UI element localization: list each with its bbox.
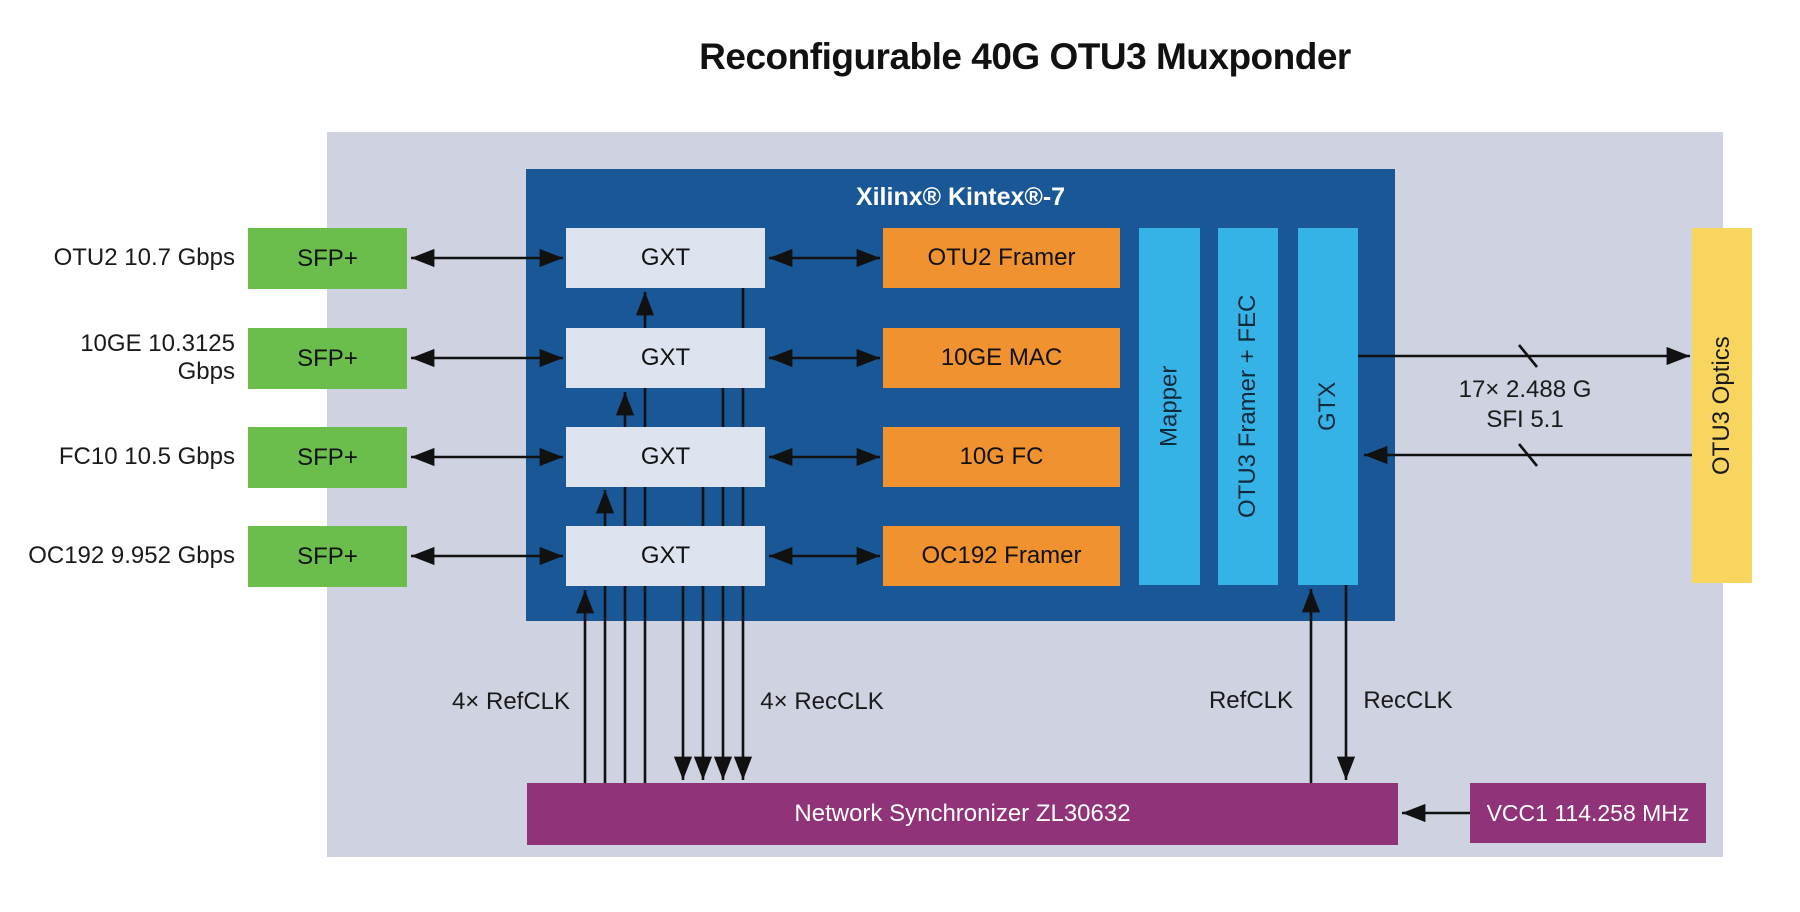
gxt-transceiver-row2: GXT bbox=[566, 328, 765, 388]
bus-width-slash-top bbox=[1517, 344, 1539, 368]
input-rate-label-fc10: FC10 10.5 Gbps bbox=[58, 443, 235, 470]
gxt-transceiver-row3: GXT bbox=[566, 427, 765, 487]
fpga-title: Xilinx® Kintex®-7 bbox=[855, 183, 1066, 211]
refclk4-label: 4× RefCLK bbox=[451, 688, 571, 715]
network-synchronizer-box: Network Synchronizer ZL30632 bbox=[527, 783, 1398, 845]
sfp-module-row4: SFP+ bbox=[248, 526, 407, 587]
sfp-module-row1: SFP+ bbox=[248, 228, 407, 289]
framer-block-10ge: 10GE MAC bbox=[883, 328, 1120, 388]
input-rate-label-10ge: 10GE 10.3125 Gbps bbox=[80, 330, 235, 385]
vcc1-oscillator-box: VCC1 114.258 MHz bbox=[1470, 783, 1706, 843]
framer-block-oc192: OC192 Framer bbox=[883, 526, 1120, 586]
sfp-module-row2: SFP+ bbox=[248, 328, 407, 389]
otu3-optics-module: OTU3 Optics bbox=[1692, 228, 1752, 583]
gxt-transceiver-row4: GXT bbox=[566, 526, 765, 586]
sfp-module-row3: SFP+ bbox=[248, 427, 407, 488]
otu3-framer-fec-block: OTU3 Framer + FEC bbox=[1218, 228, 1278, 585]
framer-block-10gfc: 10G FC bbox=[883, 427, 1120, 487]
framer-block-otu2: OTU2 Framer bbox=[883, 228, 1120, 288]
bus-standard-label: SFI 5.1 bbox=[1486, 406, 1564, 433]
input-rate-label-otu2: OTU2 10.7 Gbps bbox=[53, 244, 235, 271]
gtx-refclk-label: RefCLK bbox=[1208, 687, 1294, 714]
diagram-title: Reconfigurable 40G OTU3 Muxponder bbox=[699, 36, 1351, 77]
bus-rate-label: 17× 2.488 G bbox=[1458, 376, 1592, 403]
mapper-block: Mapper bbox=[1139, 228, 1200, 585]
gxt-transceiver-row1: GXT bbox=[566, 228, 765, 288]
recclk4-label: 4× RecCLK bbox=[760, 688, 884, 715]
bus-width-slash-bottom bbox=[1517, 443, 1539, 467]
gtx-block: GTX bbox=[1298, 228, 1358, 585]
gtx-recclk-label: RecCLK bbox=[1363, 687, 1453, 714]
input-rate-label-oc192: OC192 9.952 Gbps bbox=[28, 542, 235, 569]
